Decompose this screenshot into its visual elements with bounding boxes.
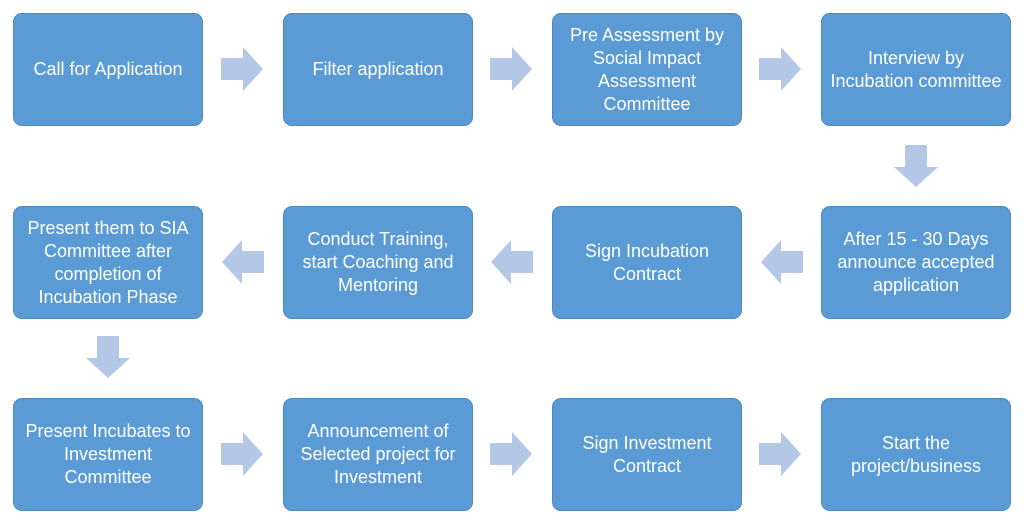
step-announce-accepted: After 15 - 30 Days announce accepted app…: [821, 206, 1011, 319]
step-start-project: Start the project/business: [821, 398, 1011, 511]
step-label: Filter application: [312, 59, 444, 79]
arrow-right-icon: [759, 432, 801, 476]
step-label: Announcement of Selected project for Inv…: [300, 421, 456, 487]
step-label: Interview by Incubation committee: [830, 47, 1002, 91]
step-label: Sign Incubation Contract: [584, 240, 710, 284]
step-announcement-selected: Announcement of Selected project for Inv…: [283, 398, 473, 511]
step-label: Start the project/business: [850, 432, 982, 476]
arrow-right-icon: [759, 47, 801, 91]
arrow-left-icon: [761, 240, 803, 284]
step-label: After 15 - 30 Days announce accepted app…: [837, 229, 995, 295]
step-present-incubates: Present Incubates to Investment Committe…: [13, 398, 203, 511]
step-label: Sign Investment Contract: [582, 432, 712, 476]
arrow-right-icon: [221, 432, 263, 476]
arrow-down-icon: [86, 336, 130, 378]
arrow-right-icon: [221, 47, 263, 91]
step-sign-investment: Sign Investment Contract: [552, 398, 742, 511]
step-present-sia: Present them to SIA Committee after comp…: [13, 206, 203, 319]
step-label: Present Incubates to Investment Committe…: [25, 421, 191, 487]
arrow-right-icon: [490, 47, 532, 91]
step-pre-assessment: Pre Assessment by Social Impact Assessme…: [552, 13, 742, 126]
step-label: Pre Assessment by Social Impact Assessme…: [569, 24, 725, 114]
step-conduct-training: Conduct Training, start Coaching and Men…: [283, 206, 473, 319]
step-call-for-application: Call for Application: [13, 13, 203, 126]
arrow-left-icon: [491, 240, 533, 284]
step-filter-application: Filter application: [283, 13, 473, 126]
step-label: Conduct Training, start Coaching and Men…: [302, 229, 454, 295]
arrow-right-icon: [490, 432, 532, 476]
step-label: Call for Application: [33, 59, 183, 79]
step-label: Present them to SIA Committee after comp…: [27, 217, 189, 307]
arrow-down-icon: [894, 145, 938, 187]
arrow-left-icon: [222, 240, 264, 284]
step-sign-incubation: Sign Incubation Contract: [552, 206, 742, 319]
step-interview: Interview by Incubation committee: [821, 13, 1011, 126]
